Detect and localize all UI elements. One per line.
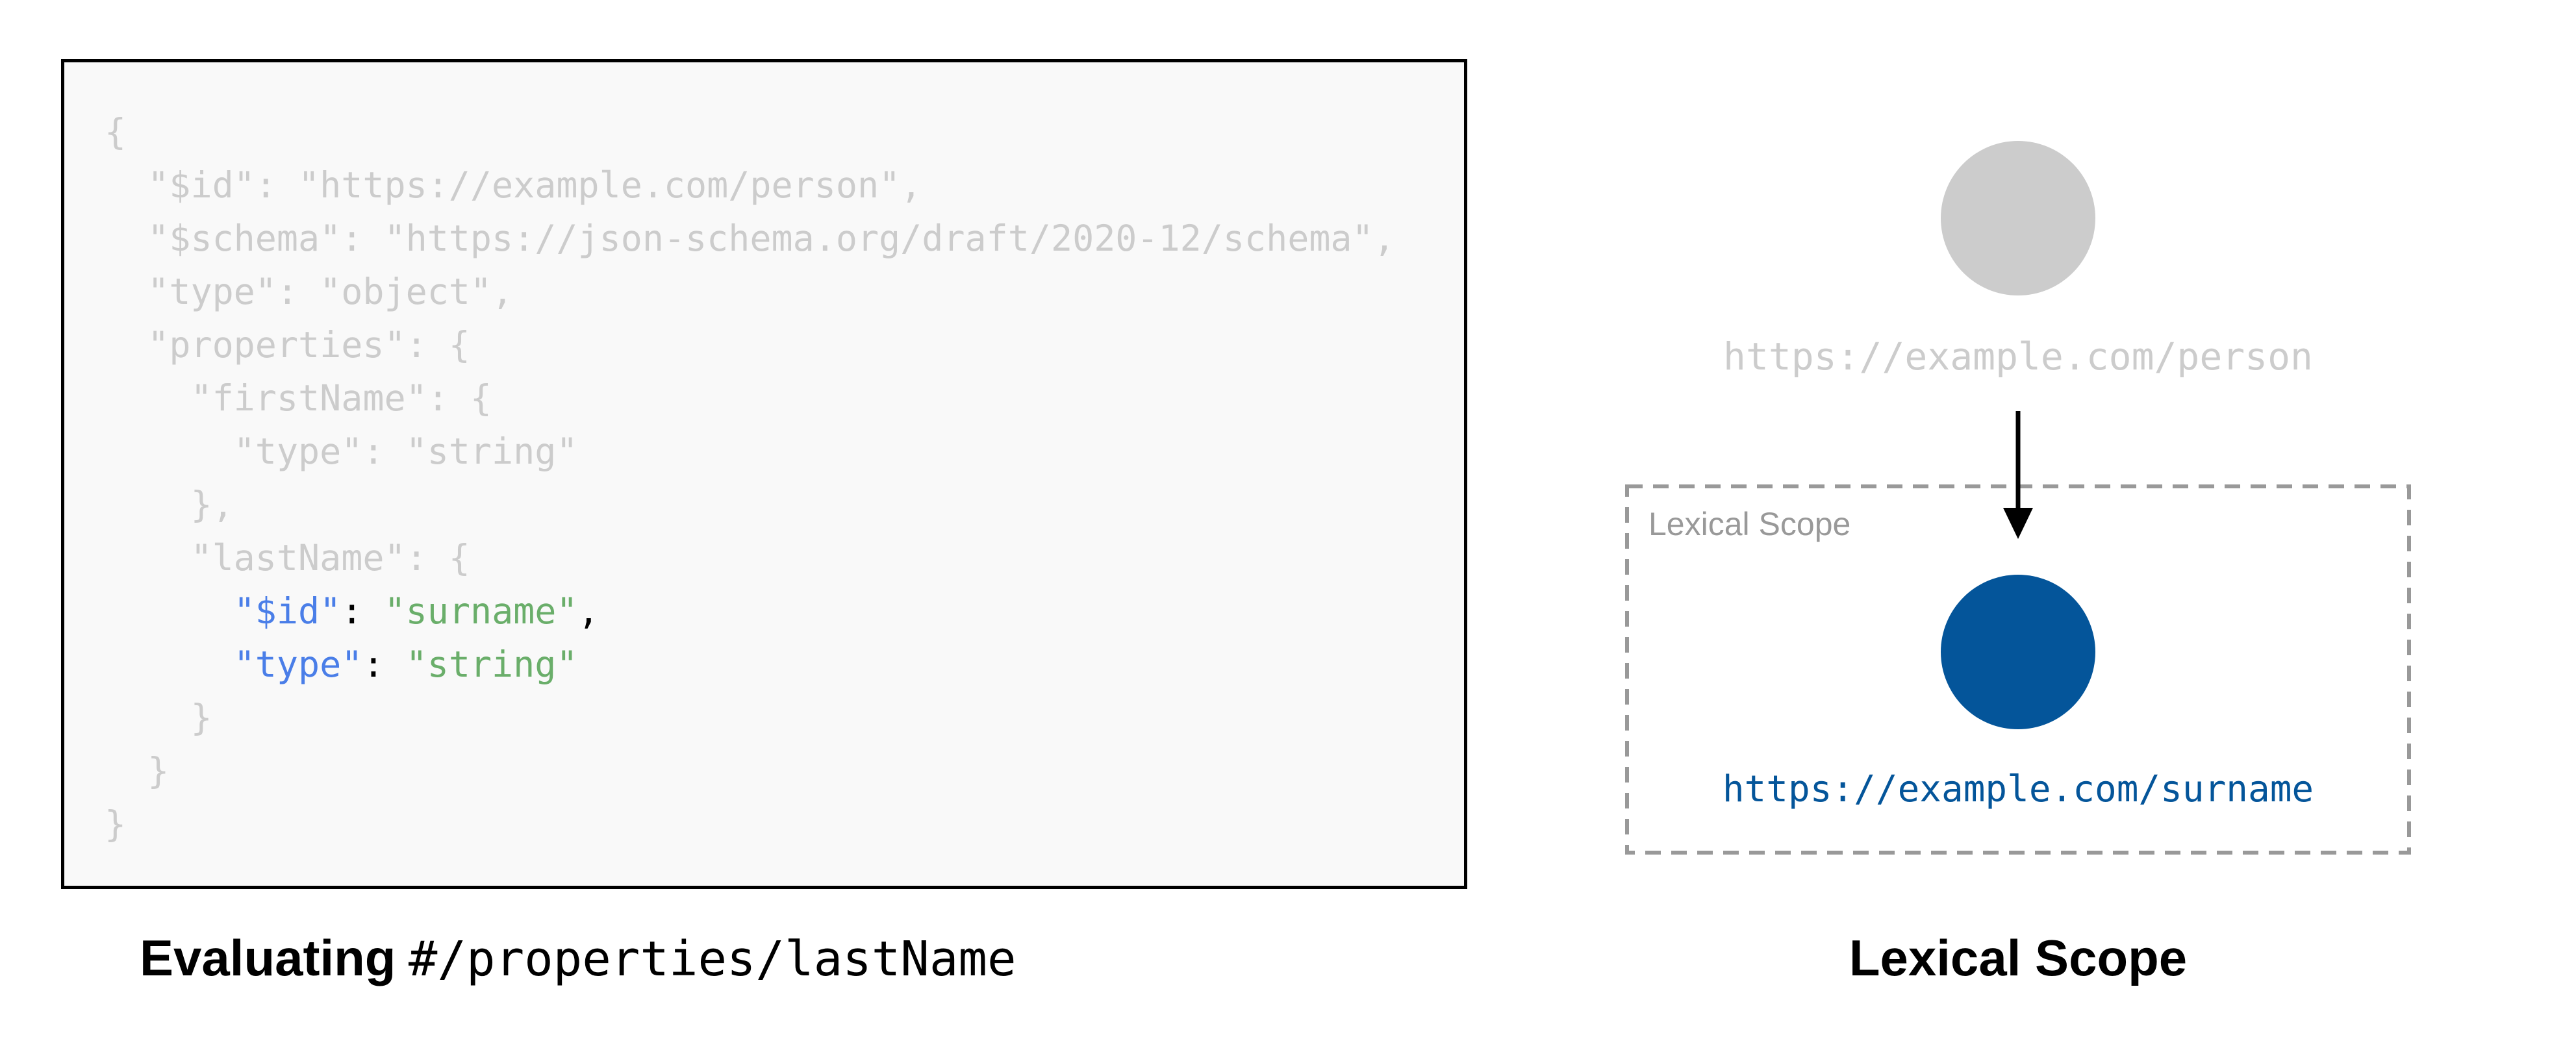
evaluating-caption: Evaluating #/properties/lastName [140,929,1017,988]
child-node-uri: https://example.com/surname [1722,768,2314,810]
code-token: : [341,590,385,632]
code-token: { [105,111,127,153]
diagram-title: Lexical Scope [1849,929,2188,986]
code-token: : [362,644,406,685]
code-token: }, [105,484,234,525]
caption-label: Evaluating [140,929,396,986]
code-line: "type": "string" [105,638,1395,691]
code-line: }, [105,478,1395,531]
code-line: { [105,105,1395,158]
code-line: } [105,797,1395,851]
parent-node-circle [1941,141,2095,295]
code-line: } [105,691,1395,744]
code-token: "surname" [384,590,578,632]
code-line: "firstName": { [105,371,1395,425]
caption-pointer: #/properties/lastName [408,931,1017,987]
code-token: , [577,590,600,632]
code-token: } [105,750,170,792]
code-line: "$id": "surname", [105,584,1395,638]
scope-box-label: Lexical Scope [1648,506,1851,542]
code-token: "$id": "https://example.com/person", [105,164,922,206]
code-token: "type": "string" [105,431,578,472]
code-line: "$id": "https://example.com/person", [105,158,1395,212]
code-token: "type" [233,644,363,685]
schema-code-panel: { "$id": "https://example.com/person", "… [61,59,1467,889]
code-token: "firstName": { [105,377,492,419]
code-token: "string" [405,644,578,685]
code-line: } [105,744,1395,797]
code-token: "$schema": "https://json-schema.org/draf… [105,218,1395,259]
code-token: } [105,803,127,845]
code-token: "properties": { [105,324,470,366]
code-line: "type": "string" [105,425,1395,478]
parent-node-uri: https://example.com/person [1723,334,2313,379]
child-node-circle [1941,575,2095,729]
schema-code: { "$id": "https://example.com/person", "… [105,105,1395,851]
code-line: "properties": { [105,318,1395,371]
arrow-head-icon [2003,508,2033,539]
code-line: "type": "object", [105,265,1395,318]
code-token: "type": "object", [105,271,514,312]
code-line: "$schema": "https://json-schema.org/draf… [105,212,1395,265]
code-line: "lastName": { [105,531,1395,584]
code-token: } [105,697,212,738]
code-token: "$id" [233,590,342,632]
code-token: "lastName": { [105,537,470,579]
